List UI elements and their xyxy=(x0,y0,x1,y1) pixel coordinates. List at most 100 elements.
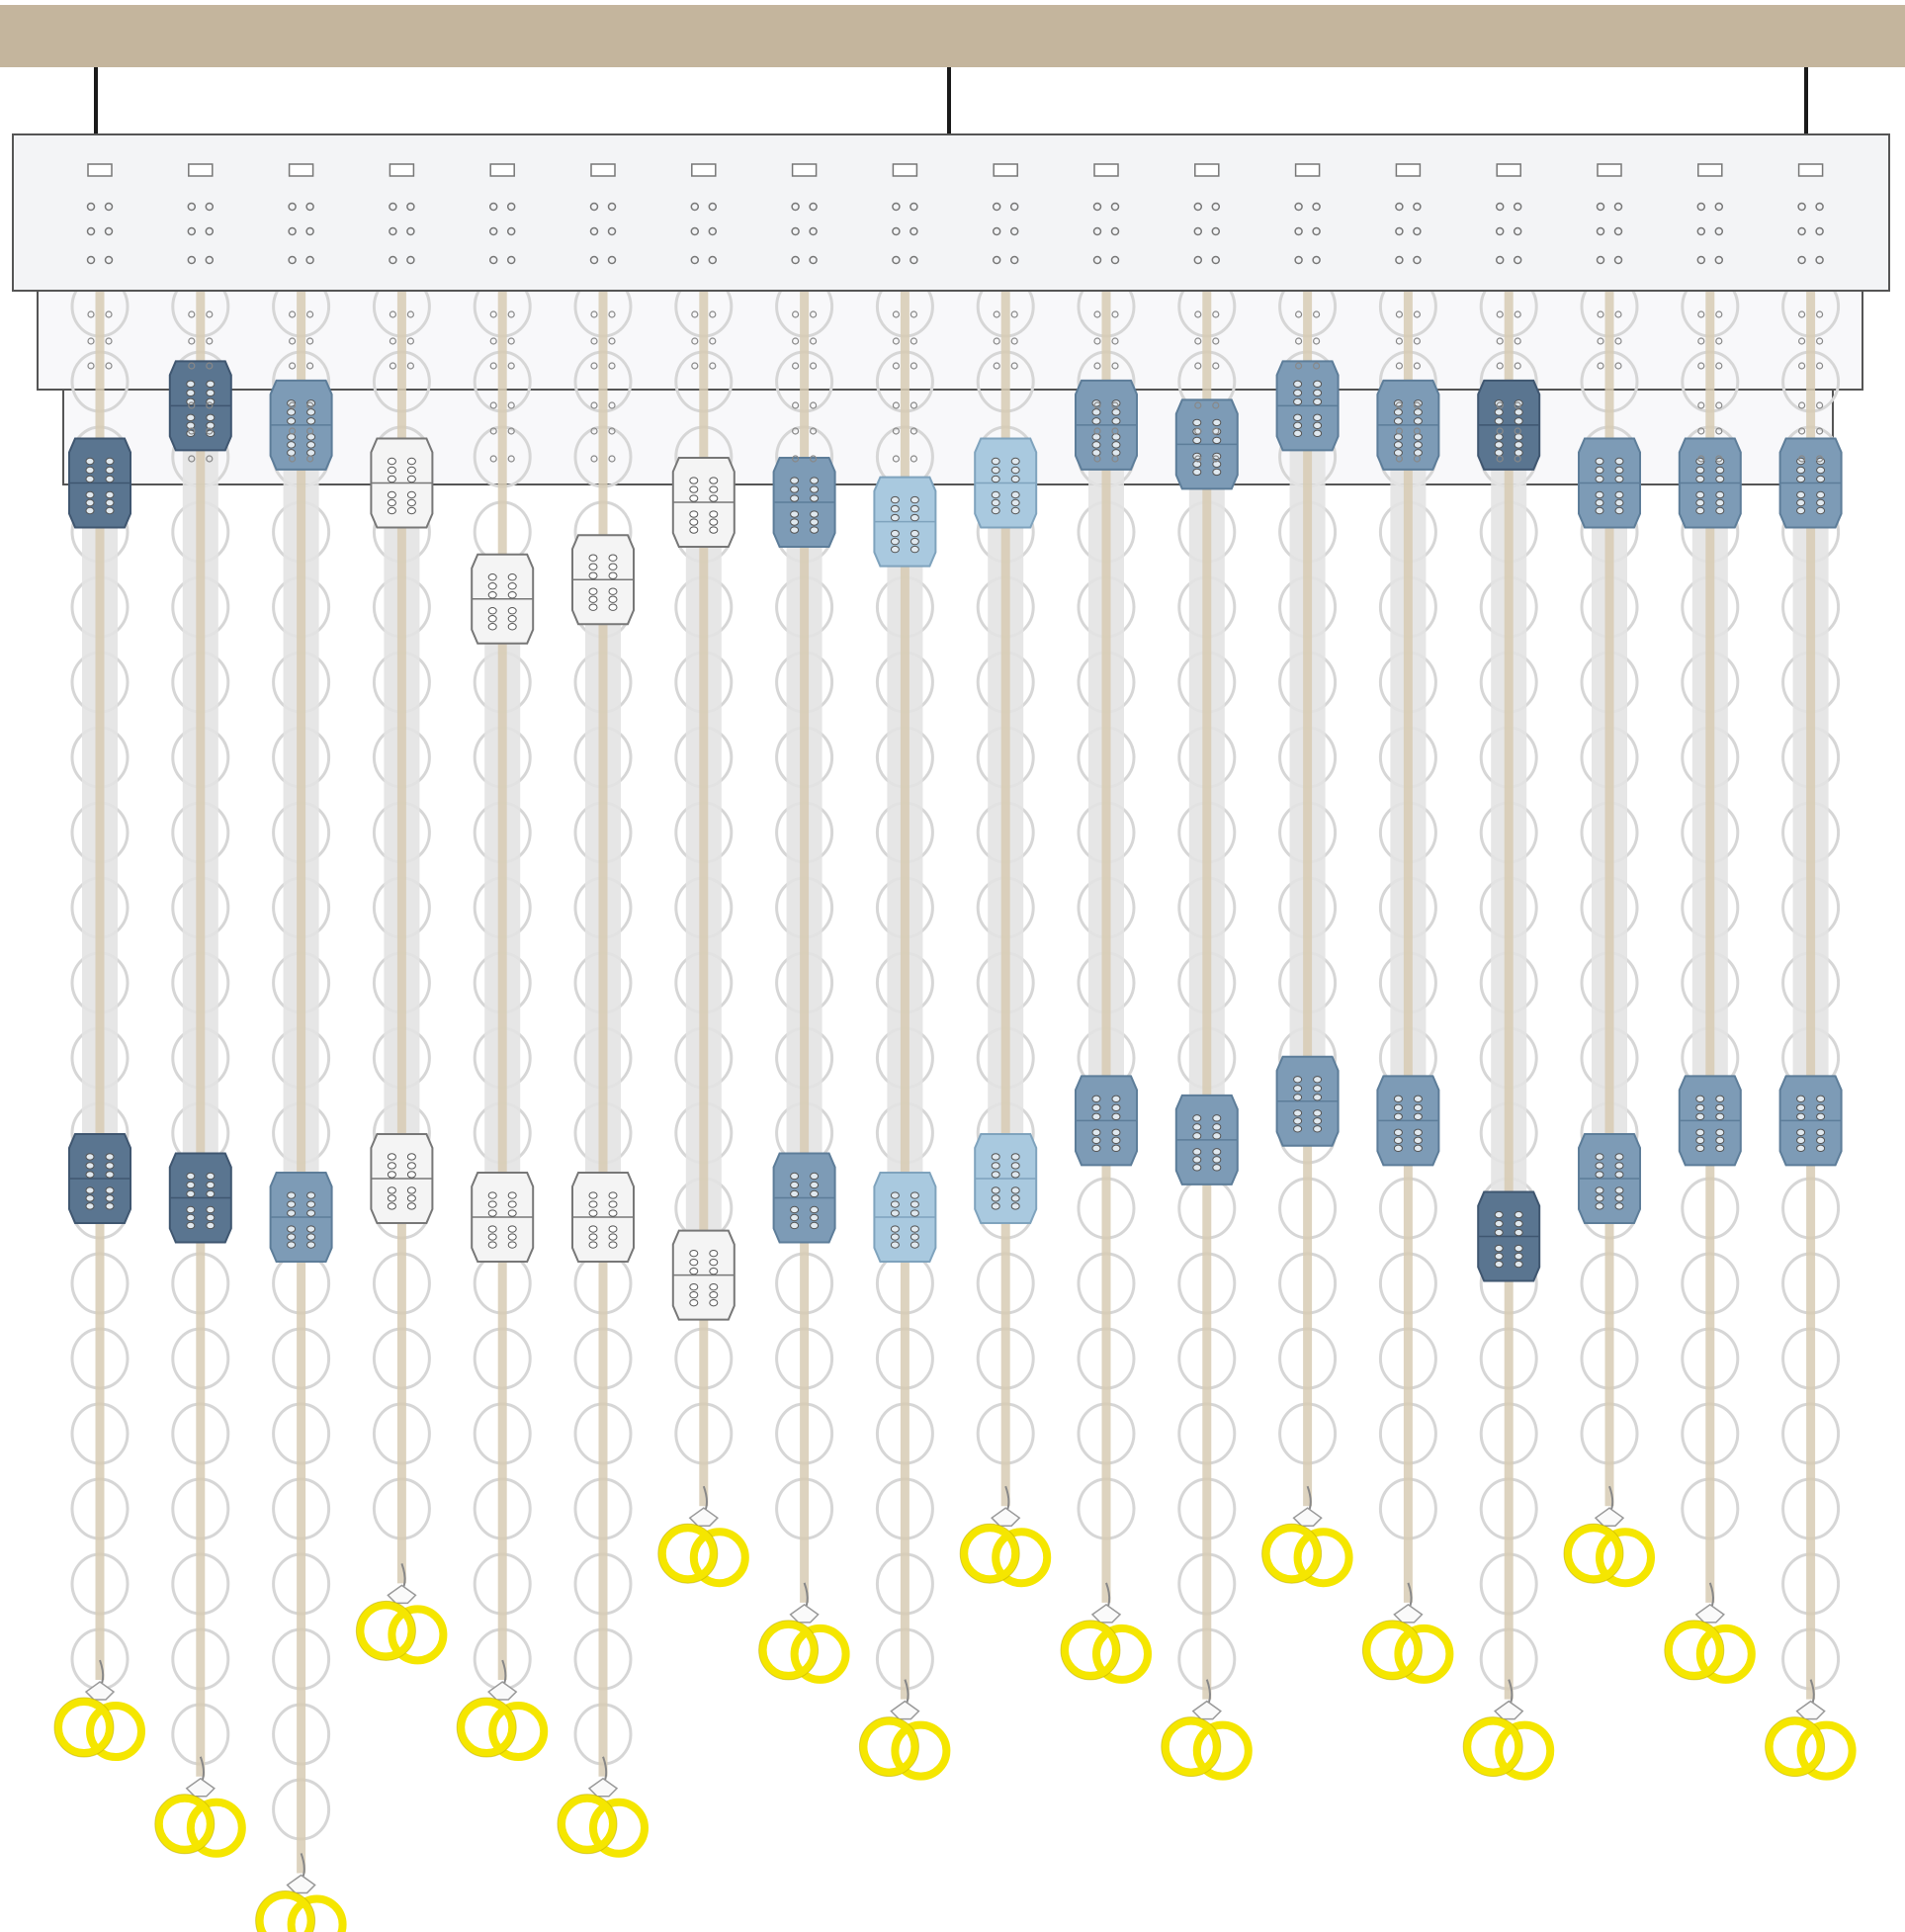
connector-hole xyxy=(1714,202,1724,212)
block-dot xyxy=(487,1233,497,1241)
panel-hole xyxy=(608,337,616,345)
block-dot xyxy=(1816,1136,1826,1145)
knot xyxy=(387,1584,417,1605)
block-dot xyxy=(1816,1103,1826,1112)
block-dot xyxy=(1091,1112,1101,1121)
panel-hole xyxy=(1514,427,1521,435)
block-dot xyxy=(890,495,900,504)
block-dot xyxy=(306,1200,316,1208)
block-dot xyxy=(608,563,618,571)
knot xyxy=(185,1777,216,1798)
block-dot xyxy=(306,1209,316,1217)
gold-ring-left xyxy=(457,1698,517,1758)
connector-hole xyxy=(1009,202,1019,212)
block-dot xyxy=(810,1213,820,1222)
connector-clip xyxy=(691,163,717,177)
panel-hole xyxy=(1312,362,1321,370)
block-dot xyxy=(909,495,919,504)
block-dot xyxy=(507,1225,517,1233)
block-dot xyxy=(406,466,416,475)
gold-ring-outline xyxy=(255,1889,316,1932)
block-dot xyxy=(1514,441,1523,449)
block-dot xyxy=(487,1200,497,1208)
block-dot xyxy=(1091,1136,1101,1145)
block-dot xyxy=(487,582,497,590)
block-dot xyxy=(1111,1095,1121,1103)
block-dot xyxy=(1393,417,1403,425)
upper-dice-block xyxy=(1275,360,1340,452)
panel-hole xyxy=(1194,427,1202,435)
panel-hole xyxy=(188,337,196,345)
block-dot xyxy=(608,554,618,562)
block-dot xyxy=(1091,433,1101,441)
panel-hole xyxy=(1815,310,1824,318)
block-dot xyxy=(991,506,1000,515)
connector-hole xyxy=(1596,202,1605,212)
block-dot xyxy=(1816,1144,1826,1153)
upper-dice-block xyxy=(873,476,937,568)
block-dot xyxy=(1796,1112,1806,1121)
panel-hole xyxy=(489,401,497,409)
panel-hole xyxy=(289,427,297,435)
panel-hole xyxy=(1597,362,1604,370)
panel-hole xyxy=(993,337,1000,345)
block-dot xyxy=(206,1172,216,1181)
panel-hole xyxy=(1715,337,1723,345)
gold-ring-outline xyxy=(758,1620,820,1681)
panel-hole xyxy=(507,362,515,370)
upper-dice-block xyxy=(1174,398,1239,490)
block-dot xyxy=(507,607,517,615)
panel-hole xyxy=(1496,337,1504,345)
strand-15 xyxy=(1462,275,1555,1781)
block-dot xyxy=(608,603,618,611)
block-dot xyxy=(1313,1125,1323,1133)
panel-hole xyxy=(1413,401,1422,409)
block-dot xyxy=(1313,389,1323,397)
block-dot xyxy=(1796,498,1806,507)
block-dot xyxy=(406,457,416,466)
block-dot xyxy=(1715,506,1725,515)
connector-14 xyxy=(1395,163,1422,463)
panel-hole xyxy=(1697,310,1705,318)
panel-hole xyxy=(791,427,800,435)
block-dot xyxy=(287,408,297,416)
connector-hole xyxy=(86,202,96,212)
block-dot xyxy=(890,513,900,522)
block-dot xyxy=(689,1290,699,1299)
block-dot xyxy=(1614,1162,1624,1170)
gold-ring-outline xyxy=(1664,1620,1725,1681)
block-dot xyxy=(387,490,396,499)
panel-hole xyxy=(1194,455,1202,463)
upper-dice-block xyxy=(671,457,736,549)
block-dot xyxy=(1614,1186,1624,1194)
block-dot xyxy=(85,1153,95,1161)
block-dot xyxy=(105,1186,115,1194)
block-dot xyxy=(287,417,297,425)
block-dot xyxy=(588,1209,598,1217)
block-dot xyxy=(1010,466,1020,475)
connector-13 xyxy=(1294,163,1321,370)
block-dot xyxy=(1413,1136,1423,1145)
panel-hole xyxy=(1111,310,1119,318)
panel-hole xyxy=(1597,337,1604,345)
connector-16 xyxy=(1596,163,1623,370)
block-dot xyxy=(810,1221,820,1230)
panel-hole xyxy=(389,310,396,318)
connector-hole xyxy=(1513,202,1522,212)
block-dot xyxy=(186,1205,196,1214)
panel-hole xyxy=(809,337,818,345)
block-dot xyxy=(608,1200,618,1208)
strand-14 xyxy=(1361,275,1454,1684)
block-dot xyxy=(1514,417,1523,425)
block-dot xyxy=(1192,460,1202,469)
block-dot xyxy=(1695,466,1705,475)
block-dot xyxy=(1614,1202,1624,1210)
block-dot xyxy=(206,1213,216,1222)
block-dot xyxy=(1111,417,1121,425)
block-dot xyxy=(507,615,517,623)
block-dot xyxy=(810,477,820,484)
connector-hole xyxy=(389,226,397,236)
connector-hole xyxy=(205,226,215,236)
block-dot xyxy=(608,571,618,579)
panel-hole xyxy=(87,337,95,345)
